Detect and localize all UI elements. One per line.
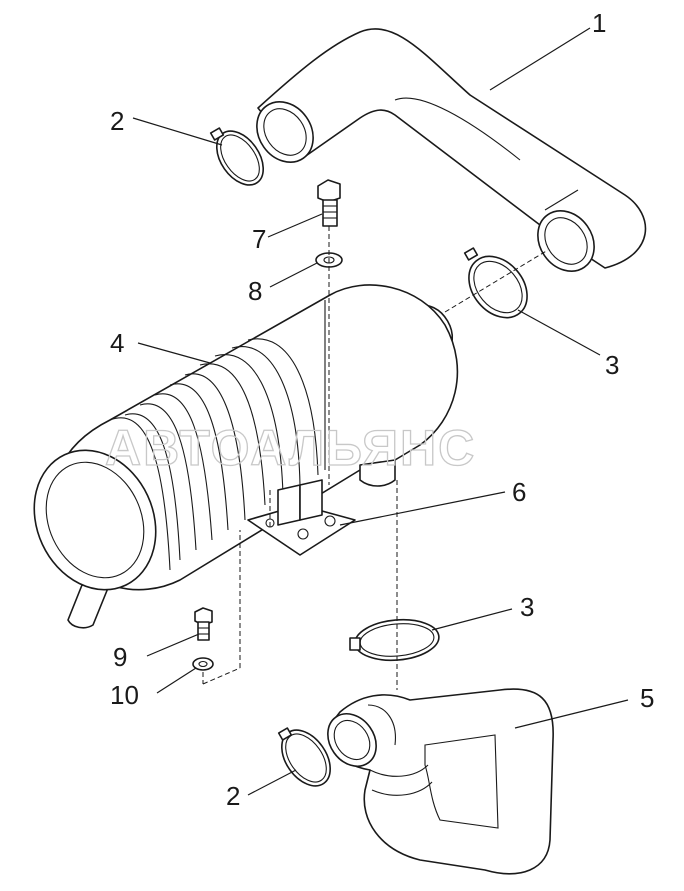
part-10-washer [192,657,214,671]
callout-labels: 1 2 7 8 3 4 6 3 9 10 5 2 [110,8,654,811]
part-9-bolt [194,607,213,641]
part-3-hose-clamp-lower [349,618,440,662]
callout-2-lower: 2 [226,781,240,811]
part-4-air-cleaner [33,284,459,629]
callout-3-lower: 3 [520,592,534,622]
part-2-hose-clamp-lower [277,727,331,787]
callout-5: 5 [640,683,654,713]
callout-8: 8 [248,276,262,306]
part-6-mounting-bracket [247,479,356,556]
callout-4: 4 [110,328,124,358]
part-1-intake-pipe [256,28,647,272]
callout-9: 9 [113,642,127,672]
part-2-hose-clamp-upper [209,127,265,186]
callout-6: 6 [512,477,526,507]
callout-1: 1 [592,8,606,38]
callout-3-upper: 3 [605,350,619,380]
leader-lines [132,27,629,796]
callout-10: 10 [110,680,139,710]
part-3-hose-clamp-upper [463,247,528,319]
assembly-centerlines [202,226,549,690]
part-7-bolt [317,179,341,227]
part-5-lower-pipe [327,688,554,875]
callout-2-upper: 2 [110,106,124,136]
watermark-text: АВТОАЛЬЯНС [105,420,476,476]
callout-7: 7 [252,224,266,254]
